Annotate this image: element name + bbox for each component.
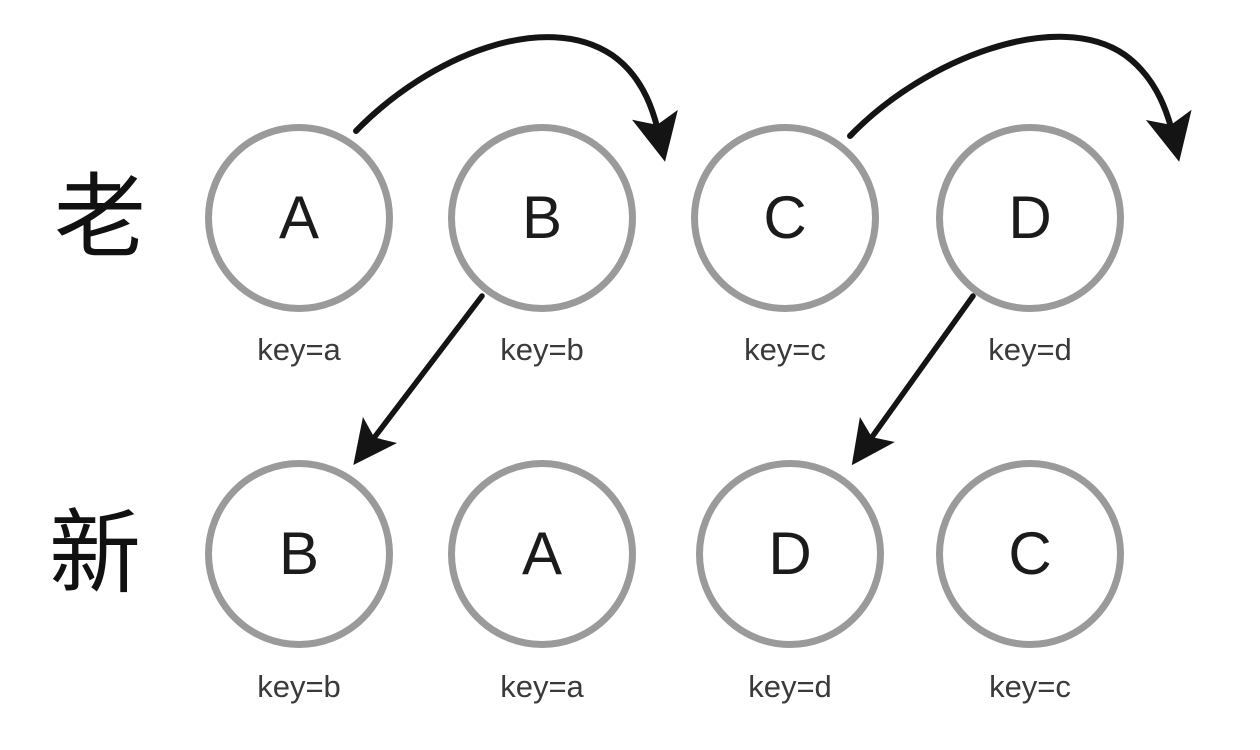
old-node-c[interactable]: C — [691, 124, 879, 312]
diagonal-arrow-d-to-new-d — [851, 293, 976, 466]
new-node-d-letter: D — [768, 520, 812, 587]
new-node-b[interactable]: B — [205, 460, 393, 648]
old-node-a[interactable]: A — [205, 124, 393, 312]
row-label-old: 老 — [53, 164, 146, 271]
new-node-d-key: key=d — [748, 669, 832, 704]
old-node-d-letter: D — [1008, 184, 1052, 251]
old-node-b-key: key=b — [500, 332, 584, 367]
new-node-d[interactable]: D — [696, 460, 884, 648]
new-node-c-letter: C — [1008, 520, 1052, 587]
new-node-a-key: key=a — [500, 669, 584, 704]
old-node-c-letter: C — [763, 184, 807, 251]
new-node-a-letter: A — [521, 520, 563, 587]
new-node-c-key: key=c — [989, 669, 1071, 704]
old-node-a-key: key=a — [257, 332, 341, 367]
old-node-b[interactable]: B — [448, 124, 636, 312]
old-node-b-letter: B — [521, 184, 563, 251]
new-node-b-letter: B — [278, 520, 320, 587]
old-node-c-key: key=c — [744, 332, 826, 367]
new-node-a[interactable]: A — [448, 460, 636, 648]
old-node-d[interactable]: D — [936, 124, 1124, 312]
new-node-b-key: key=b — [257, 669, 341, 704]
curved-arrow-a-over-b — [353, 34, 678, 162]
diagonal-arrow-b-to-new-b — [353, 293, 485, 466]
new-node-c[interactable]: C — [936, 460, 1124, 648]
old-node-a-letter: A — [278, 184, 320, 251]
old-node-d-key: key=d — [988, 332, 1072, 367]
row-label-new: 新 — [48, 500, 141, 607]
